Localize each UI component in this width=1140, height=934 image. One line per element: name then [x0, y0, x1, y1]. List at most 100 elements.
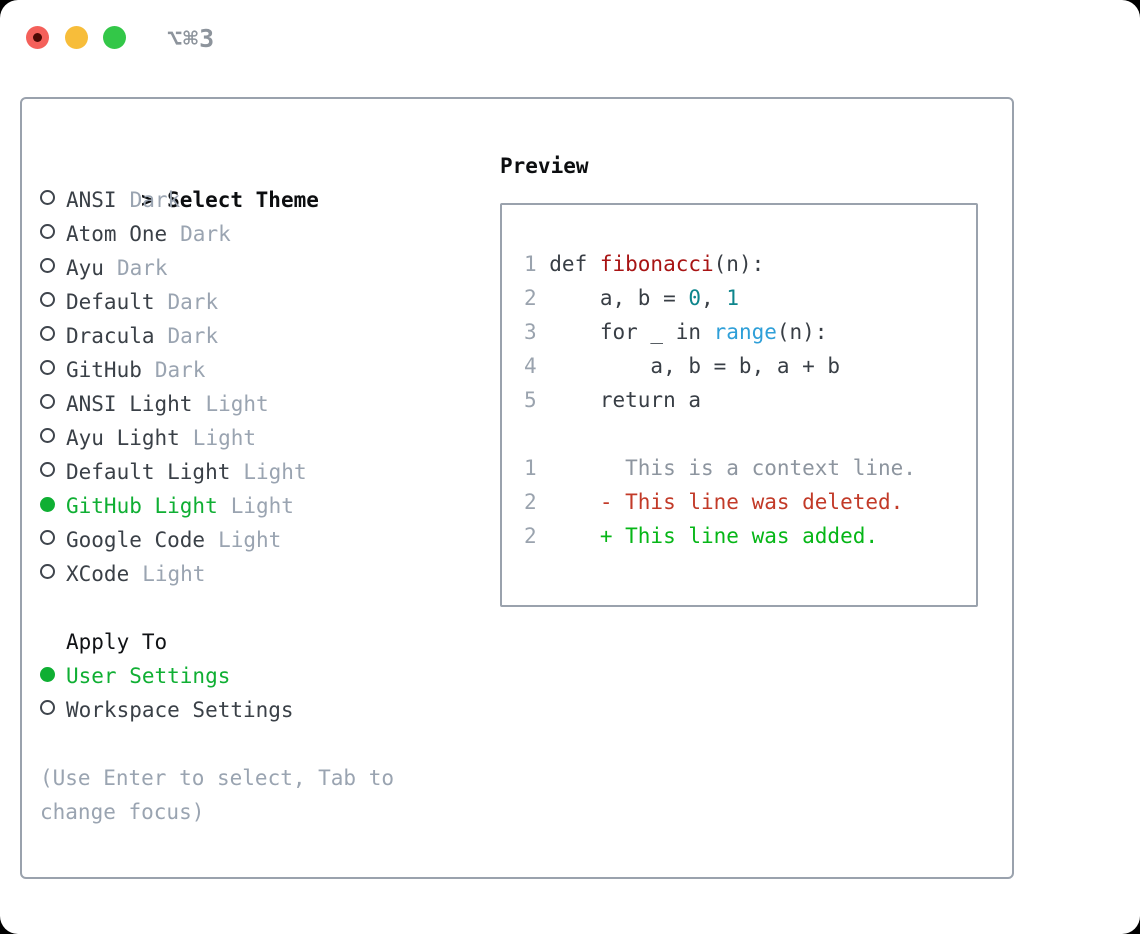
- code-token: def: [549, 252, 600, 276]
- radio-gutter: [40, 285, 66, 319]
- minimize-button[interactable]: [65, 26, 88, 49]
- line-number: 2: [524, 524, 537, 548]
- theme-option-ansi-light[interactable]: ANSI Light Light: [40, 387, 482, 421]
- code-line: 1 This is a context line.: [524, 451, 976, 485]
- radio-gutter: [40, 557, 66, 591]
- radio-gutter: [40, 319, 66, 353]
- radio-gutter: [40, 353, 66, 387]
- radio-icon: [40, 530, 55, 545]
- line-number: 1: [524, 252, 537, 276]
- theme-option-default-light[interactable]: Default Light Light: [40, 455, 482, 489]
- radio-icon: [40, 394, 55, 409]
- theme-variant-tag: Light: [192, 426, 257, 450]
- theme-variant-tag: Dark: [180, 222, 231, 246]
- code-token: a, b =: [549, 286, 689, 310]
- code-token: for _ in: [549, 320, 714, 344]
- theme-name: Atom One: [66, 222, 168, 246]
- line-number: 1: [524, 456, 537, 480]
- theme-name: GitHub Light: [66, 494, 218, 518]
- apply-option-name: Workspace Settings: [66, 698, 294, 722]
- theme-variant-tag: Light: [205, 392, 269, 416]
- theme-name: XCode: [66, 562, 130, 586]
- line-number: 2: [524, 286, 537, 310]
- theme-name: ANSI Light: [66, 392, 193, 416]
- preview-column: Preview 1 def fibonacci (n): 2 a, b = 0, 1 3…: [500, 149, 992, 607]
- radio-icon: [40, 292, 55, 307]
- theme-name: Google Code: [66, 528, 206, 552]
- radio-gutter: [40, 489, 66, 523]
- radio-icon: [40, 462, 55, 477]
- radio-gutter: [40, 523, 66, 557]
- theme-option-ayu[interactable]: Ayu Dark: [40, 251, 482, 285]
- radio-icon: [40, 190, 55, 205]
- titlebar: ⌥⌘3: [0, 0, 1140, 72]
- apply-to-header: Apply To: [66, 630, 168, 654]
- theme-option-atom-one[interactable]: Atom One Dark: [40, 217, 482, 251]
- theme-name: Default Light: [66, 460, 231, 484]
- radio-gutter: [40, 455, 66, 489]
- code-token: a, b = b, a + b: [549, 354, 841, 378]
- code-line: 4 a, b = b, a + b: [524, 349, 976, 383]
- window-title: ⌥⌘3: [167, 24, 216, 53]
- code-token: This is a context line.: [549, 456, 916, 480]
- close-button[interactable]: [26, 26, 49, 49]
- spacer: [40, 591, 482, 625]
- radio-icon: [40, 428, 55, 443]
- theme-variant-tag: Light: [243, 460, 307, 484]
- theme-variant-tag: Dark: [167, 324, 219, 348]
- code-token: (n):: [776, 320, 828, 344]
- theme-option-google-code[interactable]: Google Code Light: [40, 523, 482, 557]
- code-token: 0: [688, 286, 702, 310]
- theme-name: Ayu Light: [66, 426, 180, 450]
- code-token: 1: [726, 286, 739, 310]
- select-theme-header: >Select Theme: [40, 149, 482, 212]
- apply-option-workspace-settings[interactable]: Workspace Settings: [40, 693, 482, 727]
- theme-name: GitHub: [66, 358, 142, 382]
- code-token: + This line was added.: [549, 524, 879, 548]
- code-token: fibonacci: [599, 252, 714, 276]
- zoom-button[interactable]: [103, 26, 126, 49]
- code-token: range: [713, 320, 777, 344]
- theme-variant-tag: Light: [218, 528, 282, 552]
- line-number: 5: [524, 388, 537, 412]
- theme-name: Ayu: [66, 256, 104, 280]
- radio-gutter: [40, 387, 66, 421]
- spacer: [40, 727, 482, 761]
- radio-selected-icon: [40, 667, 55, 682]
- radio-gutter: [40, 217, 66, 251]
- code-token: return a: [549, 388, 701, 412]
- theme-option-xcode[interactable]: XCode Light: [40, 557, 482, 591]
- preview-title: Preview: [500, 154, 589, 178]
- code-line: 2 - This line was deleted.: [524, 485, 976, 519]
- apply-option-user-settings[interactable]: User Settings: [40, 659, 482, 693]
- code-line: 2 + This line was added.: [524, 519, 976, 553]
- radio-icon: [40, 360, 55, 375]
- theme-variant-tag: Light: [230, 494, 294, 518]
- theme-variant-tag: Dark: [116, 256, 168, 280]
- theme-option-github[interactable]: GitHub Dark: [40, 353, 482, 387]
- radio-gutter: [40, 693, 66, 727]
- theme-variant-tag: Light: [142, 562, 206, 586]
- theme-option-ayu-light[interactable]: Ayu Light Light: [40, 421, 482, 455]
- code-preview-box: 1 def fibonacci (n): 2 a, b = 0, 1 3 for _ i…: [500, 203, 978, 607]
- close-dot-icon: [33, 33, 42, 42]
- radio-icon: [40, 326, 55, 341]
- line-number: 3: [524, 320, 537, 344]
- radio-icon: [40, 258, 55, 273]
- code-token: ,: [701, 286, 727, 310]
- radio-icon: [40, 224, 55, 239]
- theme-variant-tag: Dark: [154, 358, 206, 382]
- radio-icon: [40, 700, 55, 715]
- code-line: 2 a, b = 0, 1: [524, 281, 976, 315]
- select-theme-title: Select Theme: [167, 188, 319, 212]
- apply-option-name: User Settings: [66, 664, 231, 688]
- theme-option-github-light[interactable]: GitHub Light Light: [40, 489, 482, 523]
- radio-gutter: [40, 183, 66, 217]
